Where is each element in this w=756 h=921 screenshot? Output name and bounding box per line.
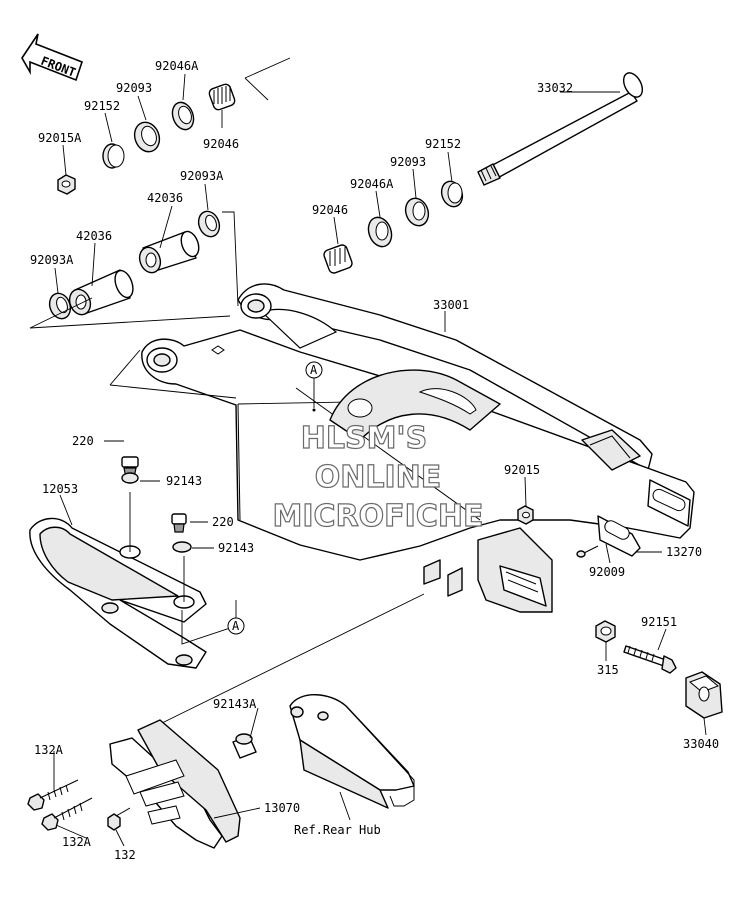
label-42036-left: 42036 xyxy=(76,229,112,243)
label-12053: 12053 xyxy=(42,482,78,496)
label-92046-top: 92046 xyxy=(203,137,239,151)
spacer-92152-top xyxy=(102,143,125,169)
nut-92015 xyxy=(517,505,534,525)
label-92093A-left: 92093A xyxy=(30,253,74,267)
watermark-line-1: HLSM'S xyxy=(301,421,427,456)
label-315: 315 xyxy=(597,663,619,677)
bolt-132A-b xyxy=(41,797,93,831)
label-92093-top: 92093 xyxy=(116,81,152,95)
label-42036-top: 42036 xyxy=(147,191,183,205)
swingarm-33001 xyxy=(109,283,695,725)
nut-92015A xyxy=(57,174,76,195)
label-92093-right: 92093 xyxy=(390,155,426,169)
collar-42036-left xyxy=(68,269,134,316)
leader-lines xyxy=(53,73,707,847)
seal-92093-top xyxy=(133,121,161,153)
needle-bearing-92046-right xyxy=(323,244,353,274)
label-92015A: 92015A xyxy=(38,131,82,145)
label-13270: 13270 xyxy=(666,545,702,559)
svg-text:A: A xyxy=(232,619,240,633)
label-92093A-top: 92093A xyxy=(180,169,224,183)
chain-slider-12053 xyxy=(29,492,237,669)
chain-guide-13070 xyxy=(109,719,261,849)
bolt-132 xyxy=(107,807,131,831)
part-labels: 92046A 92093 92152 92015A 92046 92093A 4… xyxy=(30,59,719,862)
bearing-race-92046A-top xyxy=(171,101,195,131)
label-132A-b: 132A xyxy=(62,835,92,849)
label-132A-a: 132A xyxy=(34,743,64,757)
adjuster-bolt-92151 xyxy=(623,645,677,674)
washer-92143-a xyxy=(121,472,139,484)
assembly-guide-lines-top xyxy=(244,57,291,101)
label-92046A-right: 92046A xyxy=(350,177,394,191)
label-92015: 92015 xyxy=(504,463,540,477)
label-220-a: 220 xyxy=(72,434,94,448)
nut-315 xyxy=(595,620,616,643)
label-92143-b: 92143 xyxy=(218,541,254,555)
label-92143-a: 92143 xyxy=(166,474,202,488)
chain-slider-guide-piece xyxy=(289,694,415,821)
label-92009: 92009 xyxy=(589,565,625,579)
watermark: HLSM'S ONLINE MICROFICHE xyxy=(272,420,484,534)
svg-text:A: A xyxy=(310,363,318,377)
reference-marker-a-lower: A xyxy=(227,617,245,635)
bearing-race-92046A-right xyxy=(367,216,393,248)
label-92152-top: 92152 xyxy=(84,99,120,113)
label-ref-rear-hub: Ref.Rear Hub xyxy=(294,823,381,837)
collar-42036-top xyxy=(138,230,200,274)
seal-92093-right xyxy=(404,197,430,227)
needle-bearing-92046-top xyxy=(208,83,236,111)
label-33040: 33040 xyxy=(683,737,719,751)
assembly-guide-lines-pivot xyxy=(29,211,239,329)
label-92151: 92151 xyxy=(641,615,677,629)
label-92046A-top: 92046A xyxy=(155,59,199,73)
screw-92009 xyxy=(576,545,599,558)
adjuster-block-33040 xyxy=(685,671,723,719)
seal-92093A-left xyxy=(48,292,72,320)
label-92046-right: 92046 xyxy=(312,203,348,217)
label-220-b: 220 xyxy=(212,515,234,529)
label-92143A: 92143A xyxy=(213,697,257,711)
pivot-shaft-33032 xyxy=(477,72,644,186)
reference-marker-a-upper: A xyxy=(305,361,323,412)
seal-92093A-center xyxy=(197,210,221,238)
washer-92143-b xyxy=(172,541,192,553)
bolt-132A-a xyxy=(27,779,79,811)
chain-guide-mount-block xyxy=(477,527,553,613)
spacer-92152-right xyxy=(440,180,464,208)
collar-92143A xyxy=(232,733,257,759)
label-33001: 33001 xyxy=(433,298,469,312)
label-92152-right: 92152 xyxy=(425,137,461,151)
label-33032: 33032 xyxy=(537,81,573,95)
bolt-220-b xyxy=(171,513,187,533)
label-13070: 13070 xyxy=(264,801,300,815)
label-132: 132 xyxy=(114,848,136,862)
watermark-line-2: ONLINE xyxy=(315,460,442,495)
watermark-line-3: MICROFICHE xyxy=(273,499,484,534)
front-arrow-icon: FRONT xyxy=(21,33,83,82)
